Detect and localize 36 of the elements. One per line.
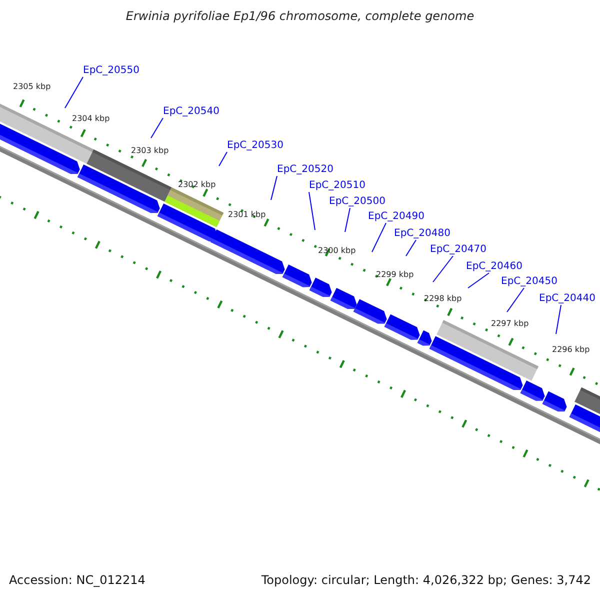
leader-line <box>406 240 416 256</box>
position-label: 2305 kbp <box>13 82 51 92</box>
gene-label: EpC_20550 <box>83 65 140 77</box>
leader-line <box>64 76 84 108</box>
gene-label: EpC_20520 <box>277 164 334 176</box>
leader-line <box>468 272 490 288</box>
footer-note: Topology: circular; Length: 4,026,322 bp; Genes: 3,742 <box>261 573 591 587</box>
gene-label: EpC_20460 <box>466 261 522 273</box>
footer-note: Accession: NC_012214 <box>9 573 146 587</box>
gene-label: EpC_20470 <box>430 244 486 256</box>
gene-label: EpC_20450 <box>501 276 558 288</box>
position-label: 2301 kbp <box>228 210 266 220</box>
leader-line <box>344 208 350 232</box>
position-label: 2299 kbp <box>376 270 414 280</box>
gene-label: EpC_20490 <box>368 211 424 223</box>
leader-line <box>432 256 454 282</box>
position-label: 2302 kbp <box>178 180 216 190</box>
gene-label: EpC_20510 <box>309 180 366 192</box>
diagram-title: Erwinia pyrifoliae Ep1/96 chromosome, complete genome <box>126 9 474 23</box>
gene-label: EpC_20540 <box>163 106 220 118</box>
leader-line <box>150 118 164 138</box>
leader-line <box>270 176 278 200</box>
position-label: 2296 kbp <box>552 345 590 355</box>
gene-label: EpC_20440 <box>539 293 596 305</box>
position-label: 2304 kbp <box>72 114 110 124</box>
gene-label: EpC_20530 <box>227 140 284 152</box>
leader-line <box>218 152 228 166</box>
leader-line <box>506 288 524 312</box>
leader-line <box>308 192 316 230</box>
leader-line <box>372 222 386 252</box>
position-label: 2303 kbp <box>131 146 169 156</box>
position-label: 2297 kbp <box>491 319 529 329</box>
position-label: 2298 kbp <box>424 294 462 304</box>
gene-label: EpC_20500 <box>329 196 386 208</box>
leader-line <box>556 304 562 334</box>
gene-label: EpC_20480 <box>394 228 450 240</box>
